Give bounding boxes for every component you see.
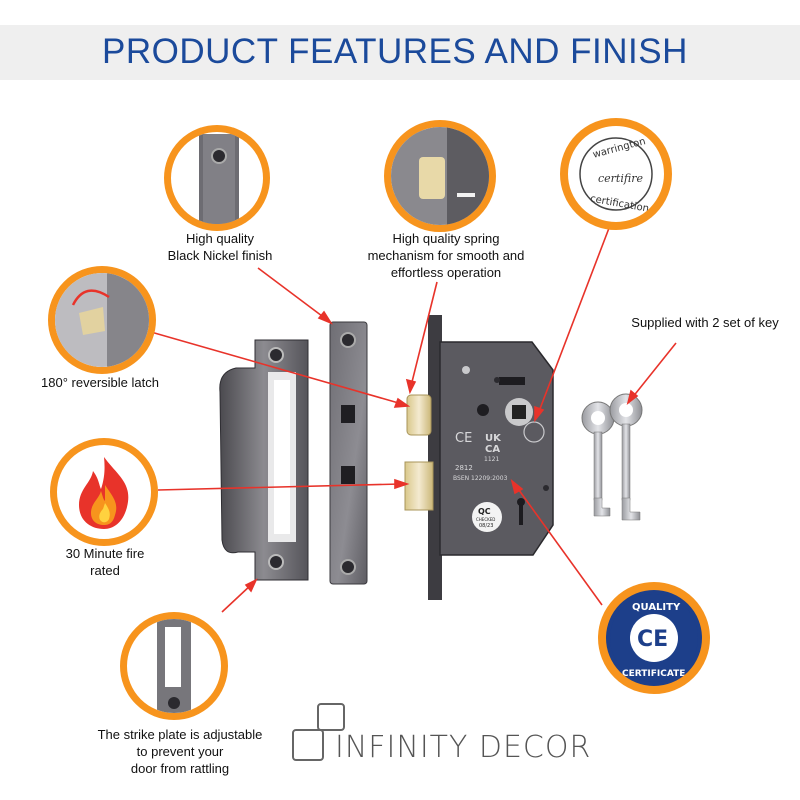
certifire-top: warrington (592, 136, 647, 161)
callout-keys: Supplied with 2 set of key (615, 314, 795, 331)
callout-line: Black Nickel finish (167, 248, 273, 263)
certifire-middle: certifire (598, 172, 643, 185)
strike-circle (120, 612, 228, 720)
qc-label: QC (478, 507, 491, 516)
standard-code: BSEN 12209:2003 (453, 475, 508, 482)
callout-line: to prevent your (136, 744, 224, 759)
callout-line: The strike plate is adjustable (97, 727, 263, 742)
qc-sub: CHECKED (476, 517, 495, 522)
forend-plate (329, 321, 368, 585)
fire-icon (79, 457, 129, 529)
logo-mark (292, 703, 345, 761)
callout-line: rated (90, 563, 120, 578)
callout-line: 180° reversible latch (41, 375, 159, 390)
strike-plate (219, 339, 309, 581)
finish-circle (164, 125, 270, 231)
callout-black-nickel: High quality Black Nickel finish (150, 230, 290, 264)
callout-line: High quality (186, 231, 254, 246)
callout-line: High quality spring (392, 231, 500, 246)
callout-line: 30 Minute fire (65, 546, 145, 561)
ce-mark-small: CE (455, 431, 472, 446)
callout-line: door from rattling (130, 761, 230, 776)
callout-fire: 30 Minute fire rated (40, 545, 170, 579)
lock-body: UK CA 1121 CE 2812 BSEN 12209:2003 QC CH… (404, 315, 554, 600)
callout-line: effortless operation (390, 265, 502, 280)
ce-badge-bottom: CERTIFICATE (622, 669, 685, 679)
spring-circle (384, 120, 496, 232)
certifire-circle: warrington certifire certification (560, 118, 672, 230)
callout-line: Supplied with 2 set of key (631, 315, 779, 330)
callout-strike: The strike plate is adjustable to preven… (82, 726, 278, 777)
ce-number: 2812 (455, 464, 473, 472)
latch-circle (48, 266, 156, 374)
certifire-bottom: certification (589, 194, 650, 215)
ukca-mark: UK (485, 433, 502, 444)
page-title: PRODUCT FEATURES AND FINISH (102, 32, 688, 71)
fire-circle (50, 438, 158, 546)
qc-date: 08/23 (479, 523, 493, 529)
brand-logo-text: INFINITY DECOR (335, 730, 592, 765)
ce-certificate-badge: CE QUALITY CERTIFICATE (598, 582, 710, 694)
ukca-number: 1121 (484, 456, 499, 463)
title-banner: PRODUCT FEATURES AND FINISH (0, 25, 800, 80)
keys-illustration (581, 393, 643, 521)
ce-badge-top: QUALITY (632, 602, 681, 613)
callout-line: mechanism for smooth and (367, 248, 525, 263)
callout-latch: 180° reversible latch (20, 374, 180, 391)
ukca-mark-2: CA (485, 444, 500, 455)
callout-arrows (143, 214, 677, 613)
ce-mark: CE (637, 627, 668, 652)
callout-spring: High quality spring mechanism for smooth… (350, 230, 542, 281)
